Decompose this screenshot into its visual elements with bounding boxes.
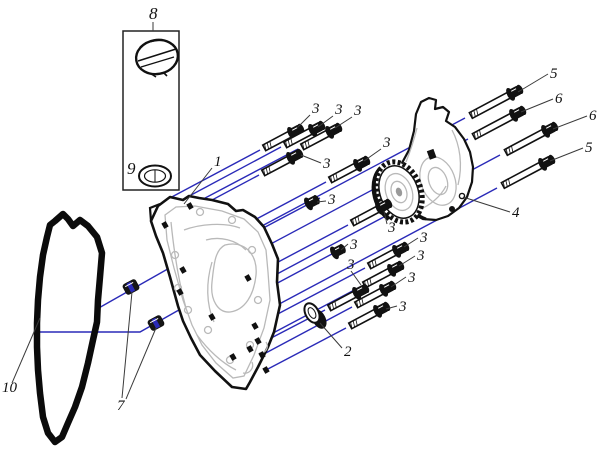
o-ring (138, 164, 172, 188)
part-label-3: 3 (398, 299, 407, 315)
part-label-3: 3 (387, 220, 396, 236)
part-label-10: 10 (2, 380, 18, 396)
callout-labels: 8 9 1 3 3 3 3 3 3 3 3 3 3 3 3 3 5 6 6 5 … (2, 4, 597, 414)
part-label-7: 7 (117, 398, 126, 414)
part-label-5: 5 (550, 66, 558, 82)
oil-filler-cap (134, 38, 180, 78)
part-label-3: 3 (349, 237, 358, 253)
part-label-3: 3 (416, 248, 425, 264)
part-label-5: 5 (585, 140, 593, 156)
part-label-6: 6 (555, 91, 563, 107)
main-cover (148, 194, 282, 391)
part-label-1: 1 (214, 154, 222, 170)
seal-plug (303, 302, 327, 329)
part-label-3: 3 (334, 102, 343, 118)
part-label-3: 3 (327, 192, 336, 208)
part-label-3: 3 (322, 156, 331, 172)
part-label-3: 3 (382, 135, 391, 151)
part-label-3: 3 (353, 103, 362, 119)
part-label-3: 3 (346, 257, 355, 273)
part-label-3: 3 (311, 101, 320, 117)
parts-box (122, 30, 180, 191)
part-label-3: 3 (419, 230, 428, 246)
part-label-4: 4 (512, 205, 520, 221)
part-label-6: 6 (589, 108, 597, 124)
leader-lines (11, 22, 588, 400)
gasket (33, 210, 106, 446)
part-label-9: 9 (127, 159, 136, 178)
part-label-2: 2 (344, 344, 352, 360)
part-label-3: 3 (407, 270, 416, 286)
part-label-8: 8 (149, 4, 158, 23)
